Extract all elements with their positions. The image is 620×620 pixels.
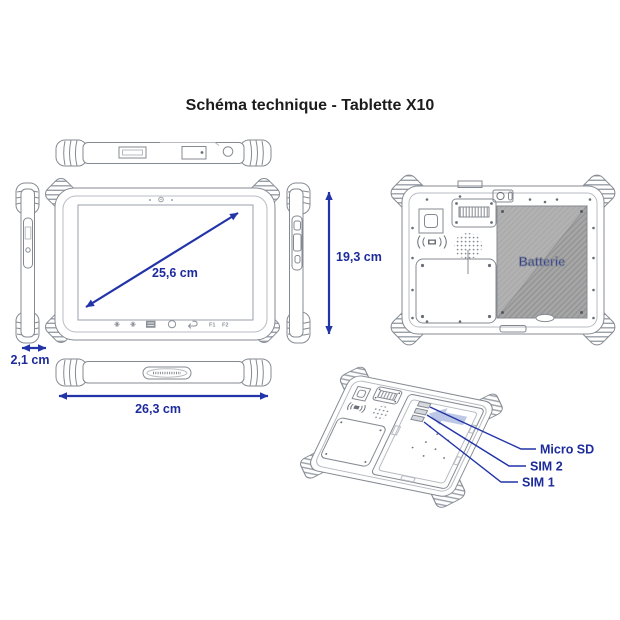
front-screen xyxy=(77,204,254,321)
nfc-icon xyxy=(417,235,447,249)
f2-button-label: F2 xyxy=(222,323,228,329)
micro-sd-leader-line xyxy=(429,406,536,450)
width-dimension-label: 26,3 cm xyxy=(135,402,181,416)
top-sd-port xyxy=(118,146,147,159)
io-grille-panel xyxy=(451,198,497,228)
top-io-door xyxy=(181,146,207,160)
top-view-drawing xyxy=(55,139,272,167)
docking-connector xyxy=(142,366,192,380)
right-side-view-drawing xyxy=(286,182,311,344)
micro-sd-slot xyxy=(416,400,432,409)
volume-rocker xyxy=(293,233,302,252)
top-view-left-bumper xyxy=(55,139,88,167)
top-view-body xyxy=(82,142,245,164)
bottom-view-right-bumper xyxy=(239,358,272,387)
sim2-slot xyxy=(413,407,429,416)
perspective-nfc-icon xyxy=(347,402,366,414)
width-dimension: 26,3 cm xyxy=(58,392,269,416)
bottom-view-body xyxy=(82,361,245,384)
battery-latch-notch xyxy=(535,313,555,323)
sim1-label: SIM 1 xyxy=(522,476,555,490)
nav-arrow-icon xyxy=(130,321,136,327)
battery-compartment xyxy=(496,205,589,323)
height-dimension: 19,3 cm xyxy=(325,191,382,335)
nav-arrow-icon xyxy=(114,321,120,327)
top-view-right-bumper xyxy=(239,139,272,167)
slot-callouts: Micro SD SIM 2 SIM 1 xyxy=(423,406,594,490)
perspective-speaker-grille xyxy=(372,405,390,420)
bottom-view-left-bumper xyxy=(55,358,88,387)
thickness-dimension: 2,1 cm xyxy=(11,344,50,367)
card-slots xyxy=(410,400,432,423)
front-camera-sensors xyxy=(149,196,173,203)
perspective-view-drawing xyxy=(299,366,503,508)
micro-sd-label: Micro SD xyxy=(540,443,594,457)
back-view-drawing: Batterie xyxy=(390,174,616,346)
front-nav-buttons: F1 F2 xyxy=(114,320,228,329)
sim2-label: SIM 2 xyxy=(530,460,563,474)
battery-label: Batterie xyxy=(519,255,566,269)
height-dimension-label: 19,3 cm xyxy=(336,250,382,264)
f1-button-label: F1 xyxy=(209,323,215,329)
back-top-latch xyxy=(457,180,483,188)
diagonal-dimension-arrow xyxy=(85,212,239,308)
docking-contact-square xyxy=(418,208,444,234)
sim1-leader-line xyxy=(423,421,518,483)
left-side-view-drawing xyxy=(15,182,40,344)
top-camera-window xyxy=(222,146,234,157)
sim1-slot xyxy=(410,414,426,423)
perspective-service-panel xyxy=(321,417,386,467)
slot-pointer-arrow xyxy=(428,408,468,426)
back-bottom-latch xyxy=(499,325,527,333)
perspective-camera-square xyxy=(351,385,372,402)
page-title: Schéma technique - Tablette X10 xyxy=(186,97,435,114)
diagonal-dimension: 25,6 cm xyxy=(85,212,239,308)
diagonal-dimension-label: 25,6 cm xyxy=(152,266,198,280)
speaker-grille xyxy=(454,233,482,274)
back-icon xyxy=(187,320,198,329)
open-battery-compartment xyxy=(371,394,484,489)
back-screws xyxy=(411,195,595,323)
side-button xyxy=(294,255,301,264)
menu-icon xyxy=(146,320,156,328)
rear-camera-module xyxy=(492,189,514,203)
sim2-leader-line xyxy=(426,414,526,467)
left-port-door xyxy=(23,217,33,269)
perspective-grille xyxy=(372,386,403,405)
left-view-body xyxy=(20,188,35,338)
bottom-view-drawing xyxy=(55,358,272,387)
thickness-dimension-label: 2,1 cm xyxy=(11,353,50,367)
service-panel xyxy=(415,258,497,324)
right-button-door xyxy=(291,215,303,271)
power-button xyxy=(293,220,301,231)
home-icon xyxy=(167,320,177,329)
